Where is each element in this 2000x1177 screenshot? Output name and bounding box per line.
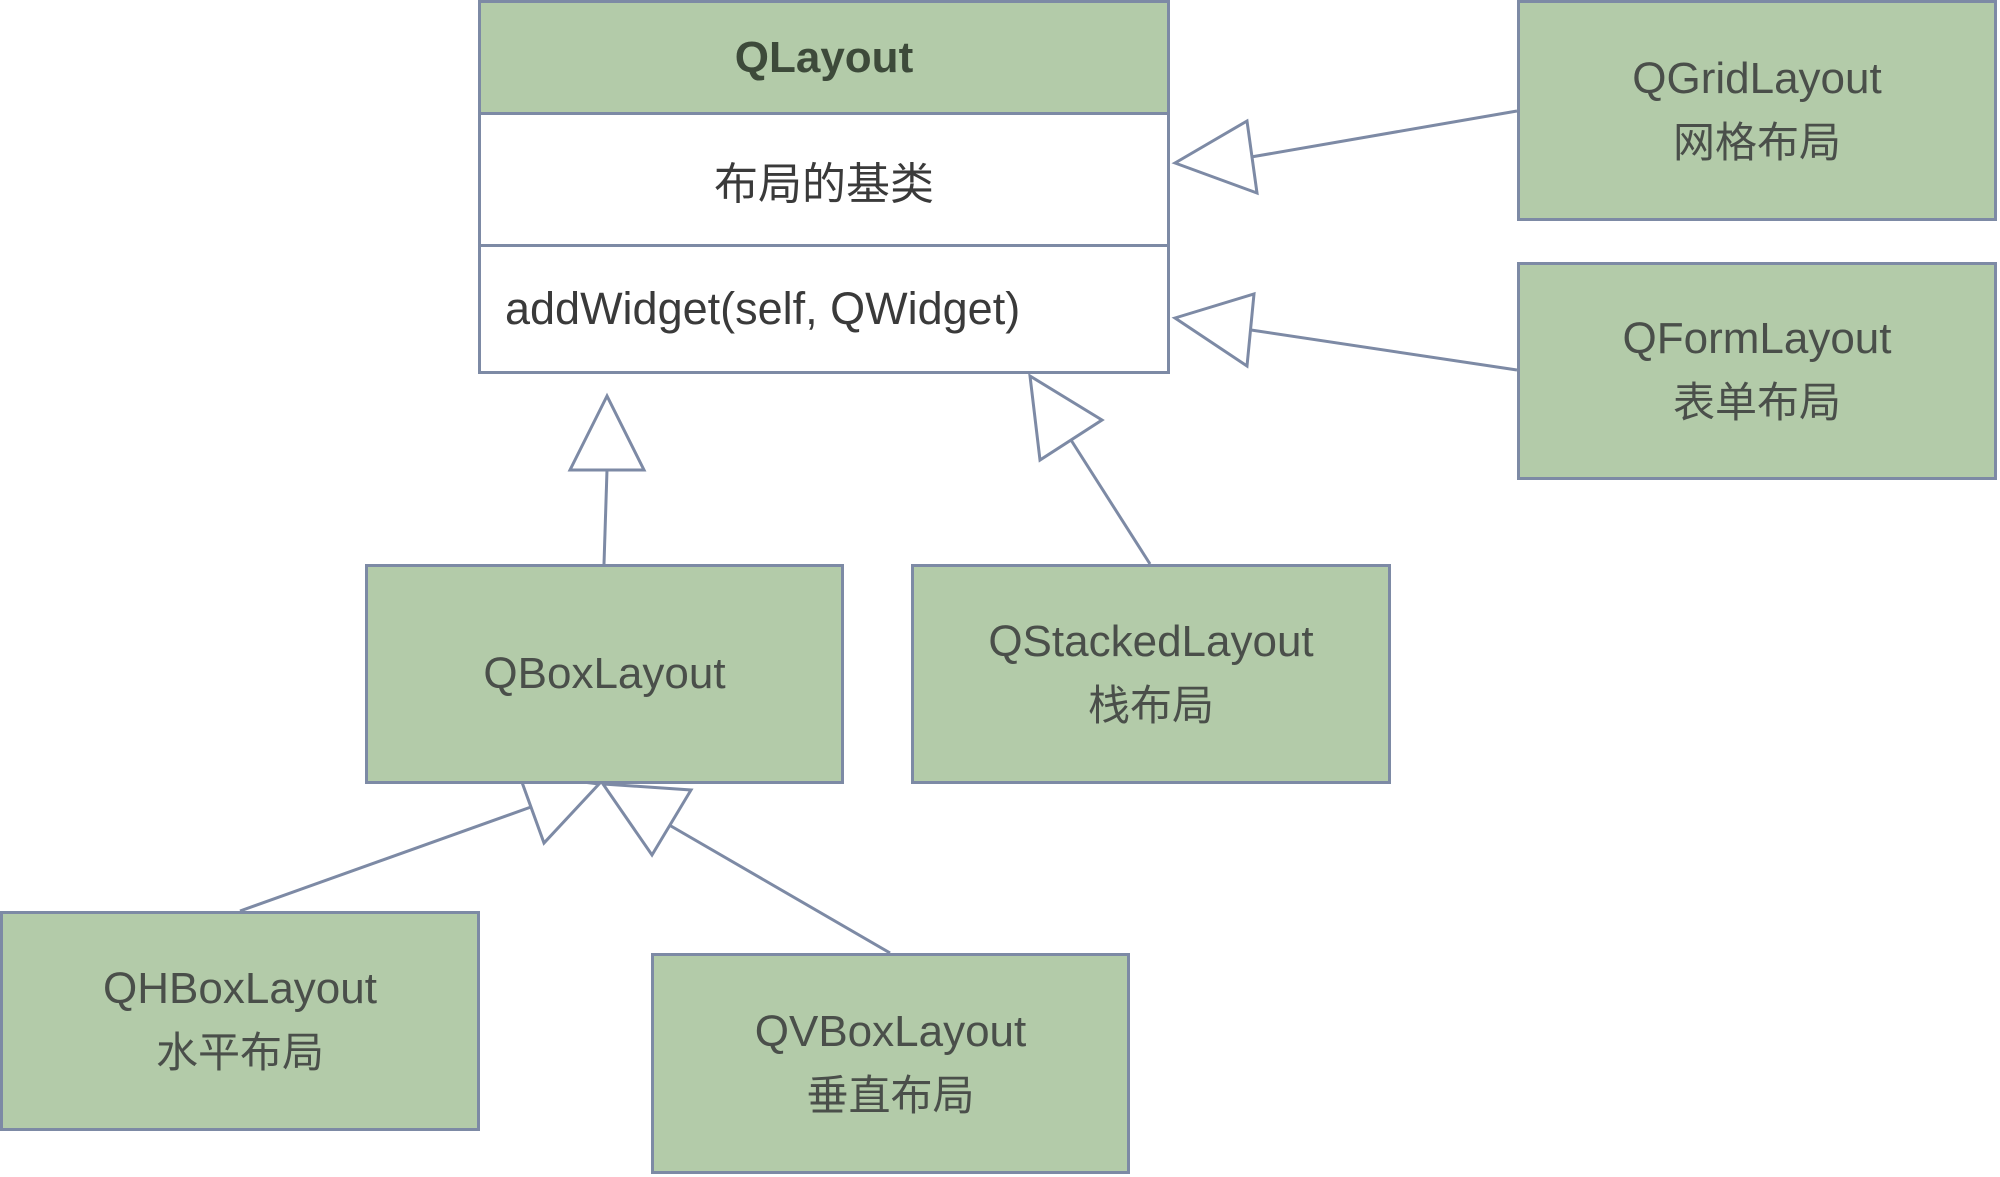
inheritance-arrowhead-icon [516,772,603,846]
class-qlayout: QLayout 布局的基类 addWidget(self, QWidget) [478,0,1170,374]
class-qgridlayout: QGridLayout 网格布局 [1517,0,1997,221]
class-description: 布局的基类 [481,115,1167,247]
class-qstackedlayout: QStackedLayout 栈布局 [911,564,1391,784]
class-name: QVBoxLayout [754,1006,1027,1056]
inheritance-arrowhead-icon [1171,291,1256,369]
class-qvboxlayout: QVBoxLayout 垂直布局 [651,953,1130,1174]
edge-grid-to-layout [1250,109,1518,159]
inheritance-arrowhead-icon [1171,118,1259,196]
inheritance-arrowhead-icon [1028,373,1105,463]
class-label: 网格布局 [1672,117,1841,167]
edge-box-to-layout [602,469,609,565]
inheritance-arrowhead-icon [599,782,694,858]
class-name: QStackedLayout [988,617,1314,666]
class-qboxlayout: QBoxLayout [365,564,844,784]
edge-hbox-to-box [239,805,532,913]
class-label: 垂直布局 [806,1070,975,1120]
class-qhboxlayout: QHBoxLayout 水平布局 [0,911,480,1131]
edge-form-to-layout [1250,328,1518,372]
inheritance-arrowhead-icon [567,392,647,472]
class-method: addWidget(self, QWidget) [505,283,1021,334]
class-name: QGridLayout [1632,53,1882,103]
class-label: 栈布局 [1087,681,1214,730]
edge-vbox-to-box [663,820,891,955]
class-name: QLayout [481,3,1167,115]
class-name: QFormLayout [1622,314,1892,363]
class-name: QBoxLayout [483,649,726,698]
class-label: 表单布局 [1672,378,1841,427]
class-label: 水平布局 [155,1028,324,1077]
class-qformlayout: QFormLayout 表单布局 [1517,262,1997,480]
edge-stacked-to-layout [1069,439,1152,565]
class-name: QHBoxLayout [103,964,377,1013]
